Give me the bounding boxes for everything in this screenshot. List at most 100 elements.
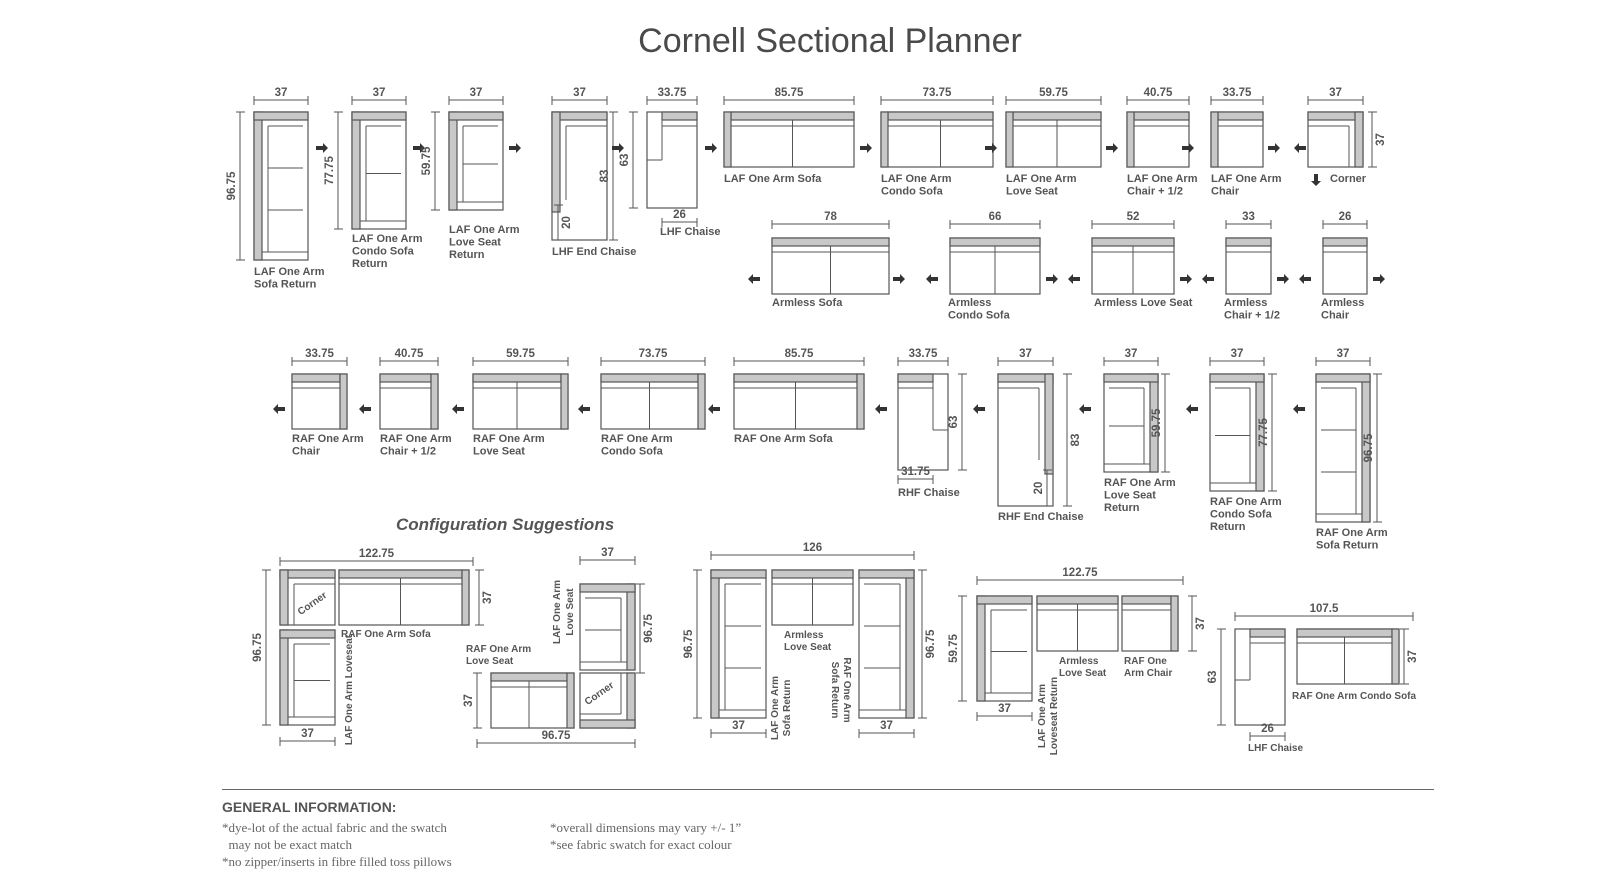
frame xyxy=(858,569,915,719)
dimension-label: 33.75 xyxy=(658,87,687,99)
dimension-label: 52 xyxy=(1127,211,1140,223)
frame xyxy=(1234,628,1286,726)
frame xyxy=(338,569,470,626)
back-rest xyxy=(1296,628,1393,638)
dimension-label: 96.75 xyxy=(252,633,264,662)
arrow-icon xyxy=(1186,404,1198,414)
note-line: may not be exact match xyxy=(222,837,352,852)
dimension-label: 77.75 xyxy=(1258,418,1270,447)
piece-name: Sofa Return xyxy=(1316,540,1379,552)
general-info-heading: GENERAL INFORMATION: xyxy=(222,799,397,815)
arrow-icon xyxy=(316,143,328,153)
arm-rest xyxy=(1209,373,1265,383)
frame xyxy=(279,629,336,726)
piece-name: LAF One Arm xyxy=(552,580,563,644)
piece-name: Chair xyxy=(292,446,321,458)
piece-name: Sofa Return xyxy=(782,680,793,737)
dimension-label: 37 xyxy=(373,87,386,99)
arrow-icon xyxy=(1294,143,1306,153)
arrow-icon xyxy=(875,404,887,414)
back-rest xyxy=(490,672,568,682)
dimension-label: 96.75 xyxy=(226,171,238,200)
dimension-label: 73.75 xyxy=(923,87,952,99)
dimension-label: 66 xyxy=(989,211,1002,223)
piece-name: Armless xyxy=(1224,297,1267,309)
dimension-label: 59.75 xyxy=(948,634,960,663)
frame xyxy=(897,373,949,471)
piece-name: Chair + 1/2 xyxy=(380,446,436,458)
frame xyxy=(472,373,569,430)
dimension-label: 96.75 xyxy=(925,629,937,658)
piece-name: LHF End Chaise xyxy=(552,246,636,258)
piece-name: Love Seat xyxy=(466,656,514,667)
piece-name: Love Seat xyxy=(449,237,501,249)
frame xyxy=(448,111,504,211)
arm-rest xyxy=(1103,373,1159,383)
piece-name: LAF One Arm xyxy=(881,173,952,185)
dimension-label: 77.75 xyxy=(324,156,336,185)
arm-rest xyxy=(430,373,439,430)
back-rest xyxy=(1217,111,1264,121)
arm-rest xyxy=(1126,111,1135,168)
piece-name: LHF Chaise xyxy=(1248,743,1303,754)
arrow-icon xyxy=(1311,174,1321,186)
note-line: *dye-lot of the actual fabric and the sw… xyxy=(222,820,447,835)
dimension-label: 26 xyxy=(673,209,686,221)
arm-rest xyxy=(461,569,470,626)
arrow-icon xyxy=(1106,143,1118,153)
dimension-label: 33.75 xyxy=(305,348,334,360)
note-line: *overall dimensions may vary +/- 1” xyxy=(550,820,742,835)
piece-name: Armless xyxy=(784,630,824,641)
note-line: *see fabric swatch for exact colour xyxy=(550,837,732,852)
piece-name: RAF One xyxy=(1124,656,1167,667)
arm-rest xyxy=(351,111,407,121)
piece-name: LAF One Arm xyxy=(352,233,423,245)
arrow-icon xyxy=(1202,274,1214,284)
arm-rest xyxy=(560,373,569,430)
piece-name: RHF End Chaise xyxy=(998,511,1084,523)
arrow-icon xyxy=(1046,274,1058,284)
arrow-icon xyxy=(1299,274,1311,284)
frame xyxy=(710,569,767,719)
dimension-label: 96.75 xyxy=(643,614,655,643)
dimension-label: 37 xyxy=(1375,133,1387,146)
dimension-label: 37 xyxy=(998,703,1011,715)
piece-name: RAF One Arm xyxy=(601,433,673,445)
arm-rest xyxy=(880,111,889,168)
dimension-label: 107.5 xyxy=(1310,603,1339,615)
dimension-label: 20 xyxy=(1033,482,1045,495)
back-rest xyxy=(771,569,854,579)
piece-name: LAF One Arm xyxy=(1006,173,1077,185)
dimension-label: 96.75 xyxy=(683,629,695,658)
arm-rest xyxy=(253,111,309,121)
piece-name: Sofa Return xyxy=(254,279,317,291)
arrow-icon xyxy=(748,274,760,284)
arrow-icon xyxy=(1180,274,1192,284)
piece-name: Chair xyxy=(1321,310,1350,322)
piece-name: Chair + 1/2 xyxy=(1127,186,1183,198)
dimension-label: 37 xyxy=(601,547,614,559)
back-rest xyxy=(279,569,289,626)
dimension-label: 83 xyxy=(1070,434,1082,447)
piece-name: RAF One Arm xyxy=(292,433,364,445)
arrow-icon xyxy=(452,404,464,414)
piece-name: RAF One Arm xyxy=(1316,527,1388,539)
arrow-icon xyxy=(1277,274,1289,284)
dimension-label: 37 xyxy=(732,720,745,732)
back-rest xyxy=(949,237,1041,247)
piece-name: RAF One Arm xyxy=(380,433,452,445)
